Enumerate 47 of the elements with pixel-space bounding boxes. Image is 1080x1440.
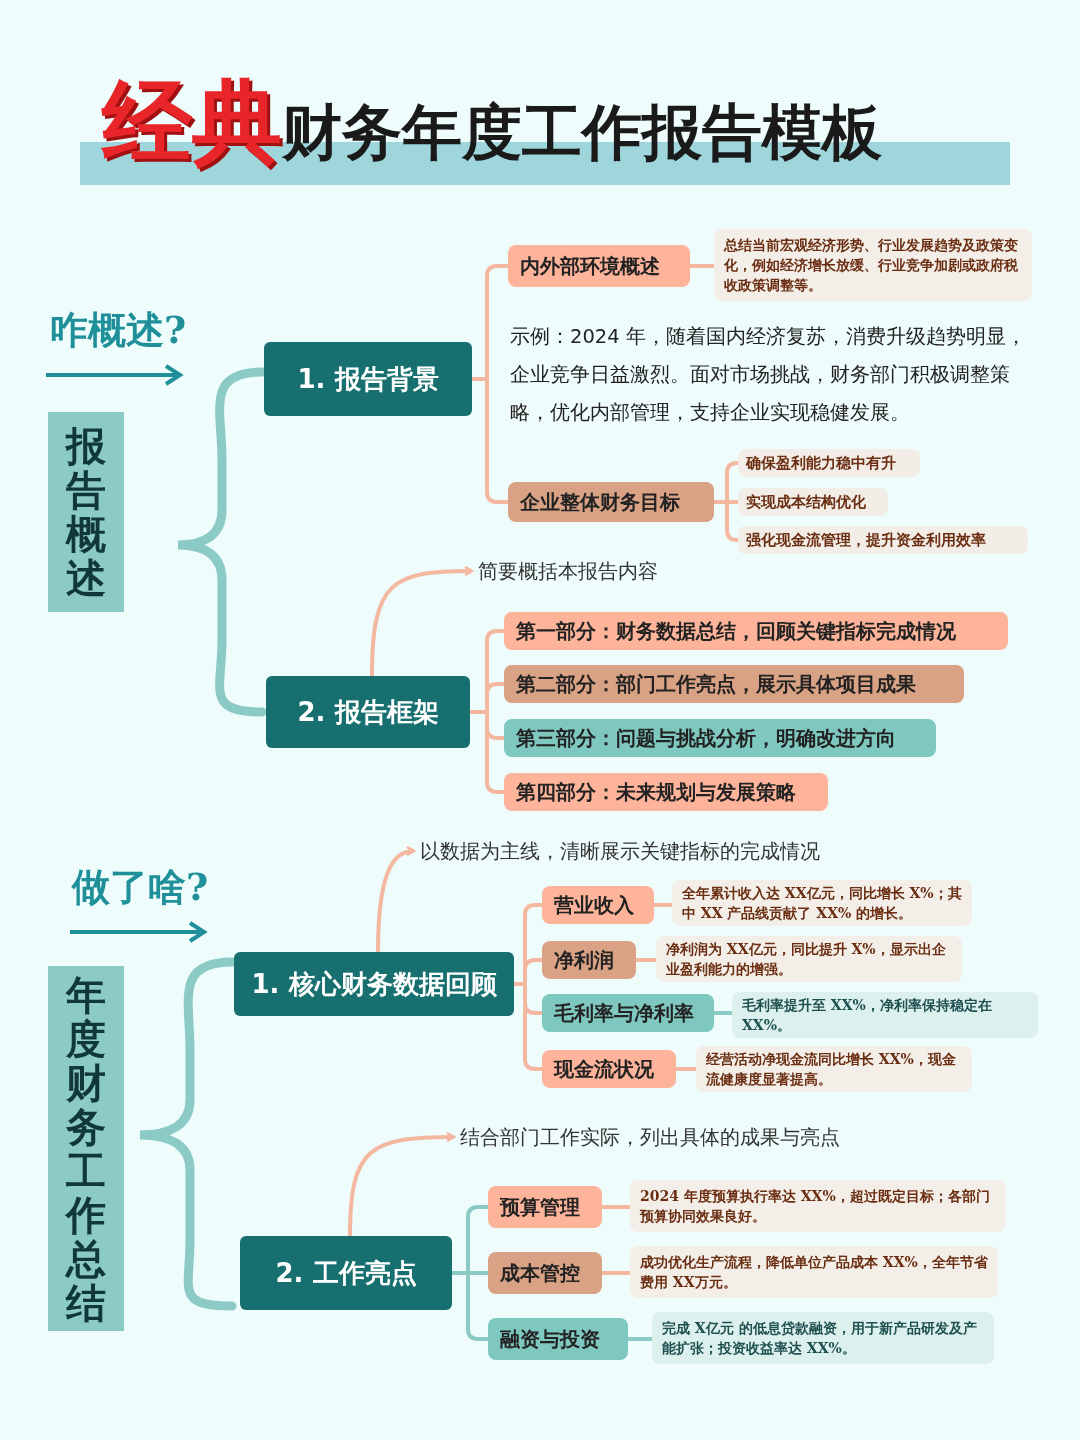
subtopic-box: 现金流状况 [542,1050,676,1088]
description-box: 成功优化生产流程，降低单位产品成本 XX%，全年节省费用 XX万元。 [630,1246,998,1298]
topic-box: 1. 报告背景 [264,342,472,416]
section-column: 报告概述 [48,412,124,612]
subtopic-box: 内外部环境概述 [508,245,690,287]
section-column: 年度财务工作总结 [48,966,124,1331]
connector-line [714,1011,732,1015]
note-text: 以数据为主线，清晰展示关键指标的完成情况 [420,836,900,866]
subtopic-box: 净利润 [542,941,636,979]
item-box: 确保盈利能力稳中有升 [738,449,920,477]
connector-line [602,1271,630,1275]
connector-line [654,903,672,907]
connector-line [628,1337,652,1341]
example-paragraph: 示例：2024 年，随着国内经济复苏，消费升级趋势明显，企业竞争日益激烈。面对市场挑战，财务部门积极调整策略，优化内部管理，支持企业实现稳健发展。 [510,324,1027,426]
description-box: 毛利率提升至 XX%，净利率保持稳定在 XX%。 [732,992,1038,1038]
connector-line [602,1205,630,1209]
topic-box: 1. 核心财务数据回顾 [234,952,514,1016]
description-box: 2024 年度预算执行率达 XX%，超过既定目标；各部门预算协同效果良好。 [630,1180,1006,1232]
subtopic-box: 毛利率与净利率 [542,994,714,1032]
subtopic-box: 预算管理 [488,1186,602,1228]
note-text: 结合部门工作实际，列出具体的成果与亮点 [460,1122,900,1152]
note-text: 简要概括本报告内容 [478,556,718,586]
topic-box: 2. 工作亮点 [240,1236,452,1310]
part-box: 第三部分：问题与挑战分析，明确改进方向 [504,719,936,757]
arrow [376,846,416,953]
arrow [370,565,474,677]
item-box: 强化现金流管理，提升资金利用效率 [738,526,1028,554]
description-box: 净利润为 XX亿元，同比提升 X%，显示出企业盈利能力的增强。 [656,936,962,982]
description-box: 完成 X亿元 的低息贷款融资，用于新产品研发及产能扩张；投资收益率达 XX%。 [652,1312,994,1364]
description-box: 总结当前宏观经济形势、行业发展趋势及政策变化，例如经济增长放缓、行业竞争加剧或政府税收政策调整等。 [714,229,1032,301]
part-box: 第一部分：财务数据总结，回顾关键指标完成情况 [504,612,1008,650]
description-box: 全年累计收入达 XX亿元，同比增长 X%；其中 XX 产品线贡献了 XX% 的增长。 [672,880,972,926]
subtopic-box: 成本管控 [488,1252,602,1294]
section-heading: 咋概述? [50,306,188,354]
connector-line [636,958,656,962]
subtopic-box: 融资与投资 [488,1318,628,1360]
topic-box: 2. 报告框架 [266,676,470,748]
part-box: 第二部分：部门工作亮点，展示具体项目成果 [504,665,964,703]
section-heading: 做了啥? [72,863,210,911]
part-box: 第四部分：未来规划与发展策略 [504,773,828,811]
connector-line [676,1067,696,1071]
subtopic-box: 企业整体财务目标 [508,482,714,522]
connector-line [690,264,714,268]
item-box: 实现成本结构优化 [738,488,888,516]
arrow [348,1131,456,1237]
description-box: 经营活动净现金流同比增长 XX%，现金流健康度显著提高。 [696,1046,972,1092]
subtopic-box: 营业收入 [542,886,654,924]
